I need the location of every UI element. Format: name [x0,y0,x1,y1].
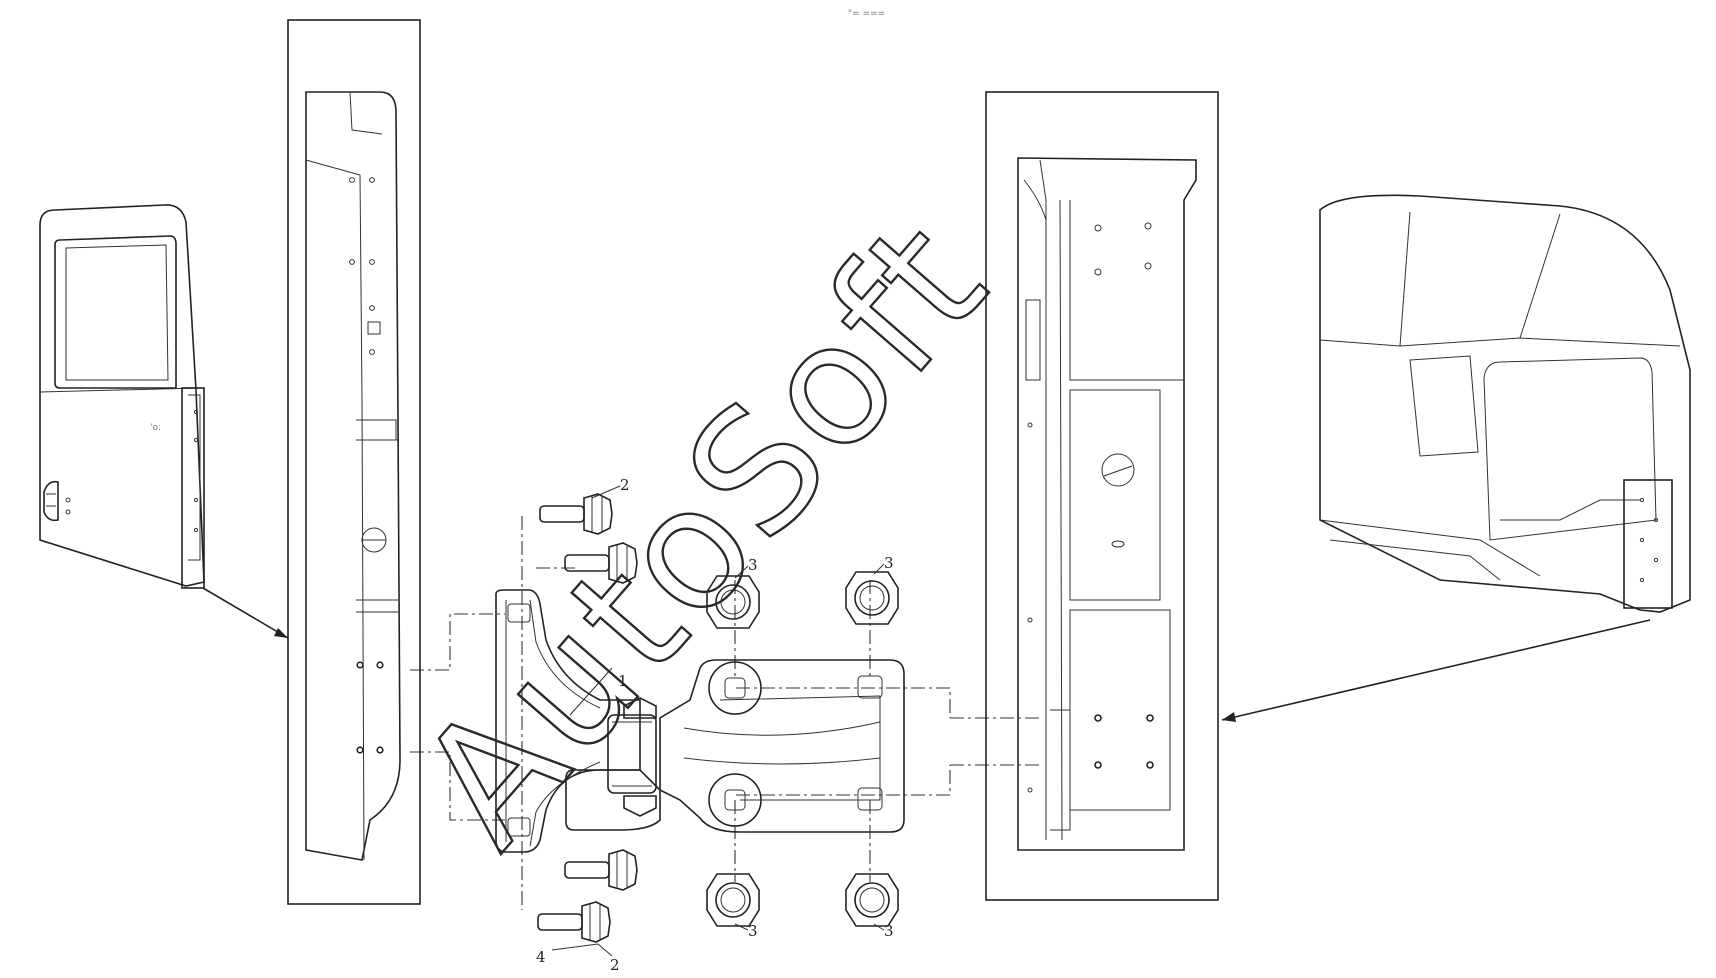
svg-text:'o:: 'o: [150,423,161,433]
bushing-top-right [845,571,899,625]
cab-hinge-zone-box [1623,479,1673,609]
door-edge-detail-panel [287,19,421,905]
callout-leaders [551,485,885,957]
autosoft-watermark: AutoSoft [381,183,1026,883]
callout-3-top-right: 3 [884,554,894,572]
leader-line-cab [1221,619,1651,721]
bolt-lower-1 [564,849,638,891]
callout-3-top-left: 3 [748,556,758,574]
callout-2-top: 2 [620,476,630,494]
leader-line-door [202,587,289,639]
door-hinge-zone-box [181,387,205,589]
bushing-bottom-right [845,873,899,927]
callout-2-bottom: 2 [610,956,620,974]
callout-3-bottom-right: 3 [884,922,894,940]
bolt-lower-2 [537,901,611,943]
assembly-centerlines [410,516,1040,910]
callout-1: 1 [618,672,628,690]
door-overview-figure: 'o: [39,204,205,589]
cab-overview-figure [1319,194,1691,613]
hinge-assembly [495,589,905,853]
cab-pillar-detail-panel [985,91,1219,901]
bushing-bottom-left [706,873,760,927]
callout-3-bottom-left: 3 [748,922,758,940]
svg-text:AutoSoft: AutoSoft [382,184,1024,881]
callout-4: 4 [536,948,546,966]
header-mark: "= === [848,9,885,19]
